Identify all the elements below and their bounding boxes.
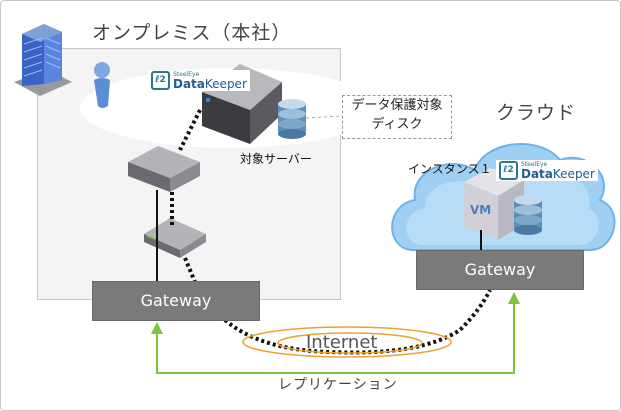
vm-label: VM — [470, 203, 491, 217]
database-icon — [278, 99, 306, 139]
server-label: 対象サーバー — [240, 152, 312, 166]
datakeeper-icon: ℓ2 — [151, 71, 170, 90]
hub-icon — [144, 218, 206, 258]
disk-note: データ保護対象 ディスク — [342, 95, 452, 139]
arrow-head-left — [151, 322, 163, 334]
logo-small-text: SteelEye — [521, 160, 548, 168]
switch-icon — [128, 146, 200, 192]
onprem-title: オンプレミス（本社） — [92, 22, 292, 44]
logo-bold-text: Data — [521, 166, 553, 181]
cloud-title: クラウド — [496, 102, 577, 124]
database-icon-cloud — [514, 195, 542, 235]
datakeeper-logo-onprem: ℓ2 SteelEye DataKeeper — [148, 70, 250, 91]
logo-small-text: SteelEye — [173, 70, 200, 78]
datakeeper-logo-cloud: ℓ2 SteelEye DataKeeper — [496, 160, 598, 181]
arrow-head-right — [508, 292, 520, 304]
disk-note-line1: データ保護対象 — [351, 98, 443, 113]
replication-arrow — [151, 292, 520, 374]
logo-light-text: Keeper — [204, 76, 247, 91]
logo-light-text: Keeper — [552, 166, 595, 181]
replication-label: レプリケーション — [278, 377, 398, 393]
building-icon — [14, 24, 72, 96]
internet-ellipse-inner — [277, 332, 423, 354]
internet-ellipse-outer — [242, 326, 452, 358]
datakeeper-icon: ℓ2 — [499, 161, 518, 180]
instance-label: インスタンス１ — [408, 162, 492, 176]
disk-note-line2: ディスク — [371, 117, 423, 132]
data-path-onprem — [170, 109, 202, 283]
logo-bold-text: Data — [173, 76, 205, 91]
disk-note-connector — [305, 115, 343, 119]
internet-label: Internet — [306, 332, 378, 353]
cloud-gateway: Gateway — [416, 250, 584, 290]
person-icon — [94, 62, 110, 108]
onprem-gateway: Gateway — [92, 281, 260, 321]
internet-path — [223, 289, 492, 355]
